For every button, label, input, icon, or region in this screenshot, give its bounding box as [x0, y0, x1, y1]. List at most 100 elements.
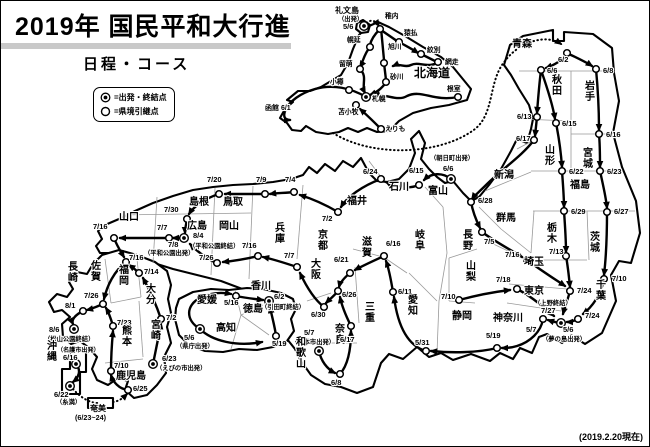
border-relay-node: [591, 64, 601, 74]
map-label: 山形: [545, 143, 555, 167]
prefecture-border: [136, 258, 142, 298]
border-relay-node: [345, 268, 355, 278]
start-end-node-dot: [559, 321, 563, 325]
prefecture-border: [354, 266, 360, 324]
map-label: （県庁出発）: [176, 341, 214, 350]
route-segment: [596, 132, 604, 169]
map-label: （橋本市出発）: [291, 337, 335, 346]
route-segment: [379, 26, 386, 62]
prefecture-border: [368, 160, 382, 178]
map-label: 7/24: [585, 311, 600, 320]
route-segment: [339, 177, 383, 209]
coastline: [278, 20, 473, 136]
route-segment: [112, 392, 129, 403]
map-label: 7/10: [612, 274, 627, 283]
map-label: 岐阜: [415, 228, 425, 252]
border-relay-node: [433, 57, 443, 67]
route-segment: [391, 295, 428, 353]
title-underline: [1, 43, 291, 49]
prefecture-border: [248, 185, 254, 280]
map-label: 8/1: [65, 301, 75, 310]
map-label: 7/2: [166, 313, 176, 322]
map-label: 6/16: [63, 353, 78, 362]
map-label: 和歌山: [295, 335, 307, 370]
border-relay-node: [416, 49, 426, 59]
prefecture-border: [586, 210, 590, 261]
map-label: 富山: [428, 184, 448, 197]
border-relay-node: [599, 274, 609, 284]
map-label: （夢の島出発）: [542, 334, 586, 343]
map-label: 兵庫: [275, 221, 285, 245]
border-relay-node: [365, 42, 375, 52]
map-label: 6/23: [607, 167, 622, 176]
coastline: [94, 28, 642, 395]
prefecture-border: [478, 206, 502, 230]
map-label: 6/2: [274, 292, 284, 301]
route-segment: [594, 67, 603, 132]
map-label: （引田町終結）: [261, 302, 305, 311]
map-label: 函館 6/1: [265, 103, 291, 112]
border-relay-node: [529, 135, 539, 145]
map-label: 東京: [524, 284, 544, 297]
map-label: 7/16: [242, 241, 257, 250]
border-relay-node: [292, 262, 302, 272]
border-relay-node: [355, 64, 365, 74]
border-relay-node: [109, 233, 119, 243]
border-relay-node: [532, 112, 542, 122]
border-relay-node: [335, 369, 345, 379]
legend-row-start-end: =出発・終結点: [100, 92, 167, 103]
prefecture-border: [448, 248, 478, 259]
border-relay-node: [319, 302, 329, 312]
map-label: 6/30: [311, 310, 326, 319]
map-label: 徳島: [242, 302, 263, 315]
border-relay-node: [454, 295, 464, 305]
start-end-node-dot: [72, 327, 76, 331]
map-label: 6/16: [606, 130, 621, 139]
map-label: 7/30: [164, 205, 179, 214]
border-relay-node: [602, 207, 612, 217]
map-label: 長野: [463, 229, 474, 252]
page-title: 2019年 国民平和大行進: [15, 13, 291, 41]
border-relay-node: [522, 255, 532, 265]
coastline: [86, 396, 115, 410]
map-label: 札幌: [371, 94, 386, 103]
legend-label-start-end: =出発・終結点: [114, 93, 167, 102]
map-label: 6/8: [603, 66, 613, 75]
border-relay-node: [388, 287, 398, 297]
map-label: 6/15: [562, 119, 577, 128]
map-label: 7/10: [114, 361, 129, 370]
map-label: 7/8: [168, 240, 178, 249]
page-subtitle: 日程・コース: [83, 56, 191, 73]
route-segment: [539, 68, 558, 121]
map-label: 愛知: [407, 293, 418, 317]
map-label: 6/17: [516, 134, 531, 143]
legend-box: =出発・終結点 =県境引継点: [93, 87, 175, 122]
map-label: 島根: [189, 195, 209, 208]
map-label: 京都: [317, 228, 328, 252]
route-segment: [470, 138, 536, 201]
map-label: 7/26: [84, 291, 99, 300]
map-label: 長崎: [68, 261, 79, 284]
border-relay-node: [421, 346, 431, 356]
border-relay-icon: [100, 106, 111, 117]
map-label: 幌延: [347, 35, 361, 44]
prefecture-border: [240, 314, 270, 336]
border-relay-node: [561, 251, 571, 261]
prefecture-border: [424, 186, 444, 208]
prefecture-border: [240, 304, 264, 316]
prefecture-border: [352, 248, 384, 258]
prefecture-border: [408, 272, 438, 302]
map-label: えりも: [385, 124, 406, 133]
border-relay-node: [156, 314, 166, 324]
border-relay-node: [375, 24, 385, 34]
map-label: 7/18: [496, 275, 511, 284]
map-label: 稚内: [385, 11, 399, 20]
start-end-node-dot: [267, 299, 271, 303]
border-relay-node: [271, 331, 281, 341]
map-label: 6/22: [569, 167, 584, 176]
map-label: 5/31: [415, 338, 430, 347]
border-relay-node: [453, 92, 463, 102]
start-end-node-dot: [198, 327, 202, 331]
map-label: 7/5: [484, 237, 494, 246]
